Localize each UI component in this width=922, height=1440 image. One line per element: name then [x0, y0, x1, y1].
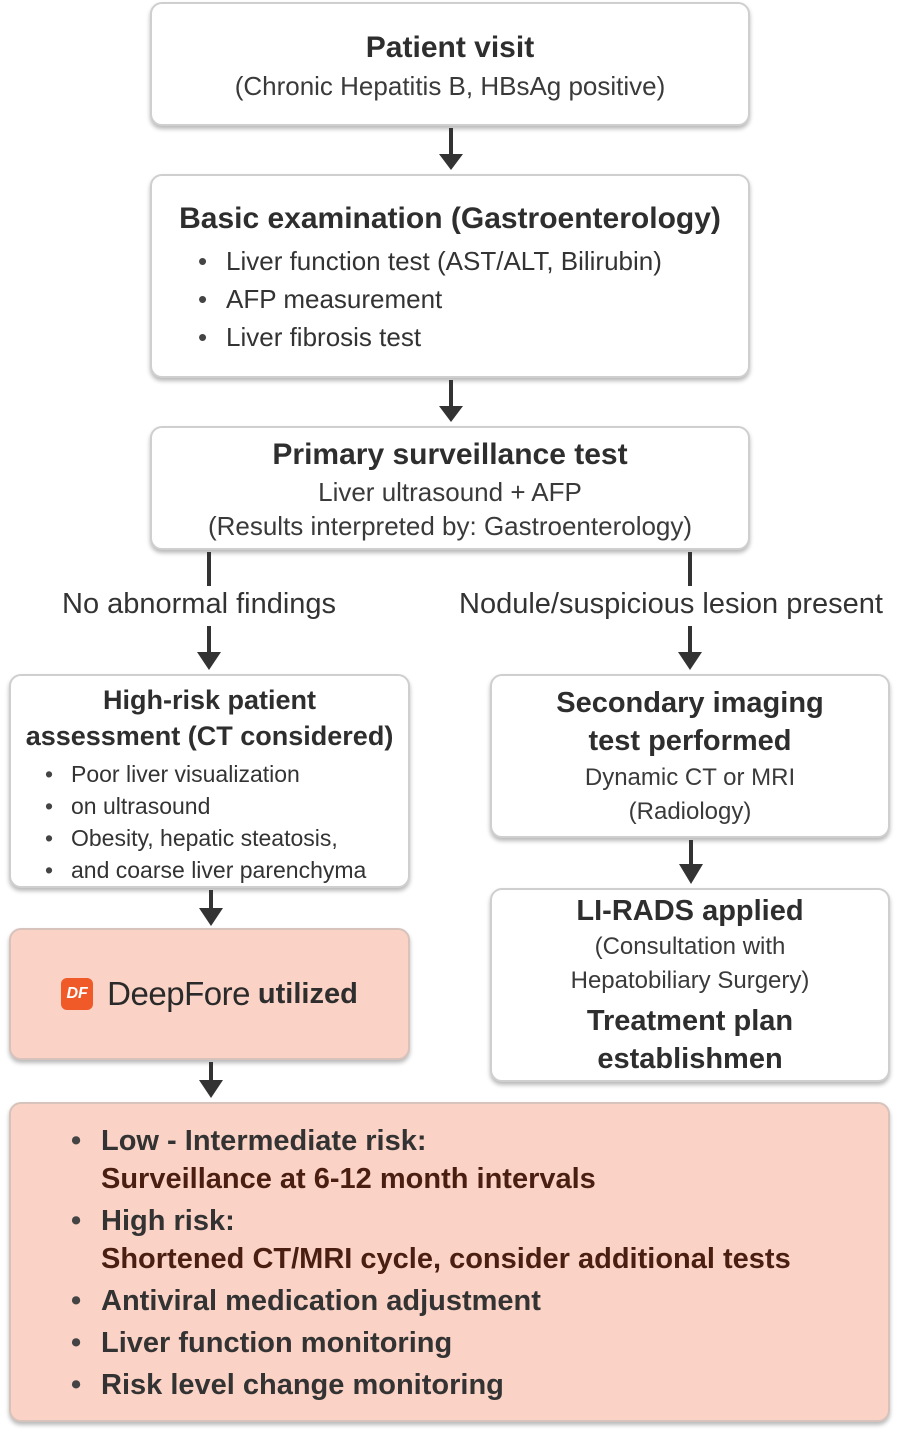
list-item: Liver function test (AST/ALT, Bilirubin) — [198, 242, 748, 280]
primary-test-title: Primary surveillance test — [272, 438, 628, 471]
arrow-down-icon — [199, 1062, 223, 1098]
outcomes-box: Low - Intermediate risk: Surveillance at… — [9, 1102, 890, 1422]
deepfore-suffix: utilized — [257, 977, 358, 1010]
list-item: AFP measurement — [198, 280, 748, 318]
lirads-plan-1: Treatment plan — [586, 1005, 794, 1037]
high-risk-list: Poor liver visualization on ultrasound O… — [45, 758, 408, 886]
basic-exam-list: Liver function test (AST/ALT, Bilirubin)… — [198, 242, 748, 356]
high-risk-title-1: High-risk patient — [102, 685, 317, 715]
list-item: High risk: Shortened CT/MRI cycle, consi… — [71, 1202, 888, 1278]
list-item: and coarse liver parenchyma — [45, 854, 408, 886]
secondary-title-1: Secondary imaging — [556, 687, 824, 719]
branch-line-left — [207, 552, 211, 586]
patient-visit-box: Patient visit (Chronic Hepatitis B, HBsA… — [150, 2, 750, 126]
lirads-box: LI-RADS applied (Consultation with Hepat… — [490, 888, 890, 1082]
arrow-down-icon — [439, 380, 463, 422]
branch-line-right — [688, 552, 692, 586]
arrow-down-icon — [678, 626, 702, 670]
deepfore-box: DF DeepFore utilized — [9, 928, 410, 1060]
basic-exam-box: Basic examination (Gastroenterology) Liv… — [150, 174, 750, 378]
list-item: Liver function monitoring — [71, 1322, 888, 1364]
list-item: Liver fibrosis test — [198, 318, 748, 356]
secondary-imaging-box: Secondary imaging test performed Dynamic… — [490, 674, 890, 838]
list-item: Obesity, hepatic steatosis, — [45, 822, 408, 854]
list-item: Low - Intermediate risk: Surveillance at… — [71, 1122, 888, 1198]
deepfore-brand: DeepFore — [107, 975, 250, 1012]
primary-test-line1: Liver ultrasound + AFP — [318, 477, 582, 507]
arrow-down-icon — [197, 626, 221, 670]
lirads-plan-2: establishmen — [597, 1043, 783, 1075]
high-risk-box: High-risk patient assessment (CT conside… — [9, 674, 410, 888]
arrow-down-icon — [199, 890, 223, 926]
patient-visit-subtitle: (Chronic Hepatitis B, HBsAg positive) — [234, 71, 666, 101]
secondary-title-2: test performed — [588, 725, 792, 757]
list-item: on ultrasound — [45, 790, 408, 822]
lirads-line1: (Consultation with — [594, 933, 786, 960]
list-item: Antiviral medication adjustment — [71, 1280, 888, 1322]
primary-test-line2: (Results interpreted by: Gastroenterolog… — [207, 511, 693, 541]
patient-visit-title: Patient visit — [365, 31, 535, 64]
arrow-down-icon — [439, 128, 463, 170]
high-risk-title-2: assessment (CT considered) — [25, 721, 394, 751]
secondary-line1: Dynamic CT or MRI — [584, 764, 796, 791]
lirads-line2: Hepatobiliary Surgery) — [570, 967, 810, 994]
secondary-line2: (Radiology) — [628, 798, 752, 825]
list-item: Risk level change monitoring — [71, 1364, 888, 1406]
basic-exam-title: Basic examination (Gastroenterology) — [179, 202, 721, 235]
arrow-down-icon — [679, 840, 703, 884]
branch-label-nodule: Nodule/suspicious lesion present — [459, 588, 883, 620]
branch-label-no-findings: No abnormal findings — [62, 588, 337, 620]
deepfore-logo-icon: DF — [61, 978, 94, 1010]
outcomes-list: Low - Intermediate risk: Surveillance at… — [71, 1122, 888, 1406]
primary-test-box: Primary surveillance test Liver ultrasou… — [150, 426, 750, 550]
lirads-title: LI-RADS applied — [576, 895, 804, 927]
list-item: Poor liver visualization — [45, 758, 408, 790]
